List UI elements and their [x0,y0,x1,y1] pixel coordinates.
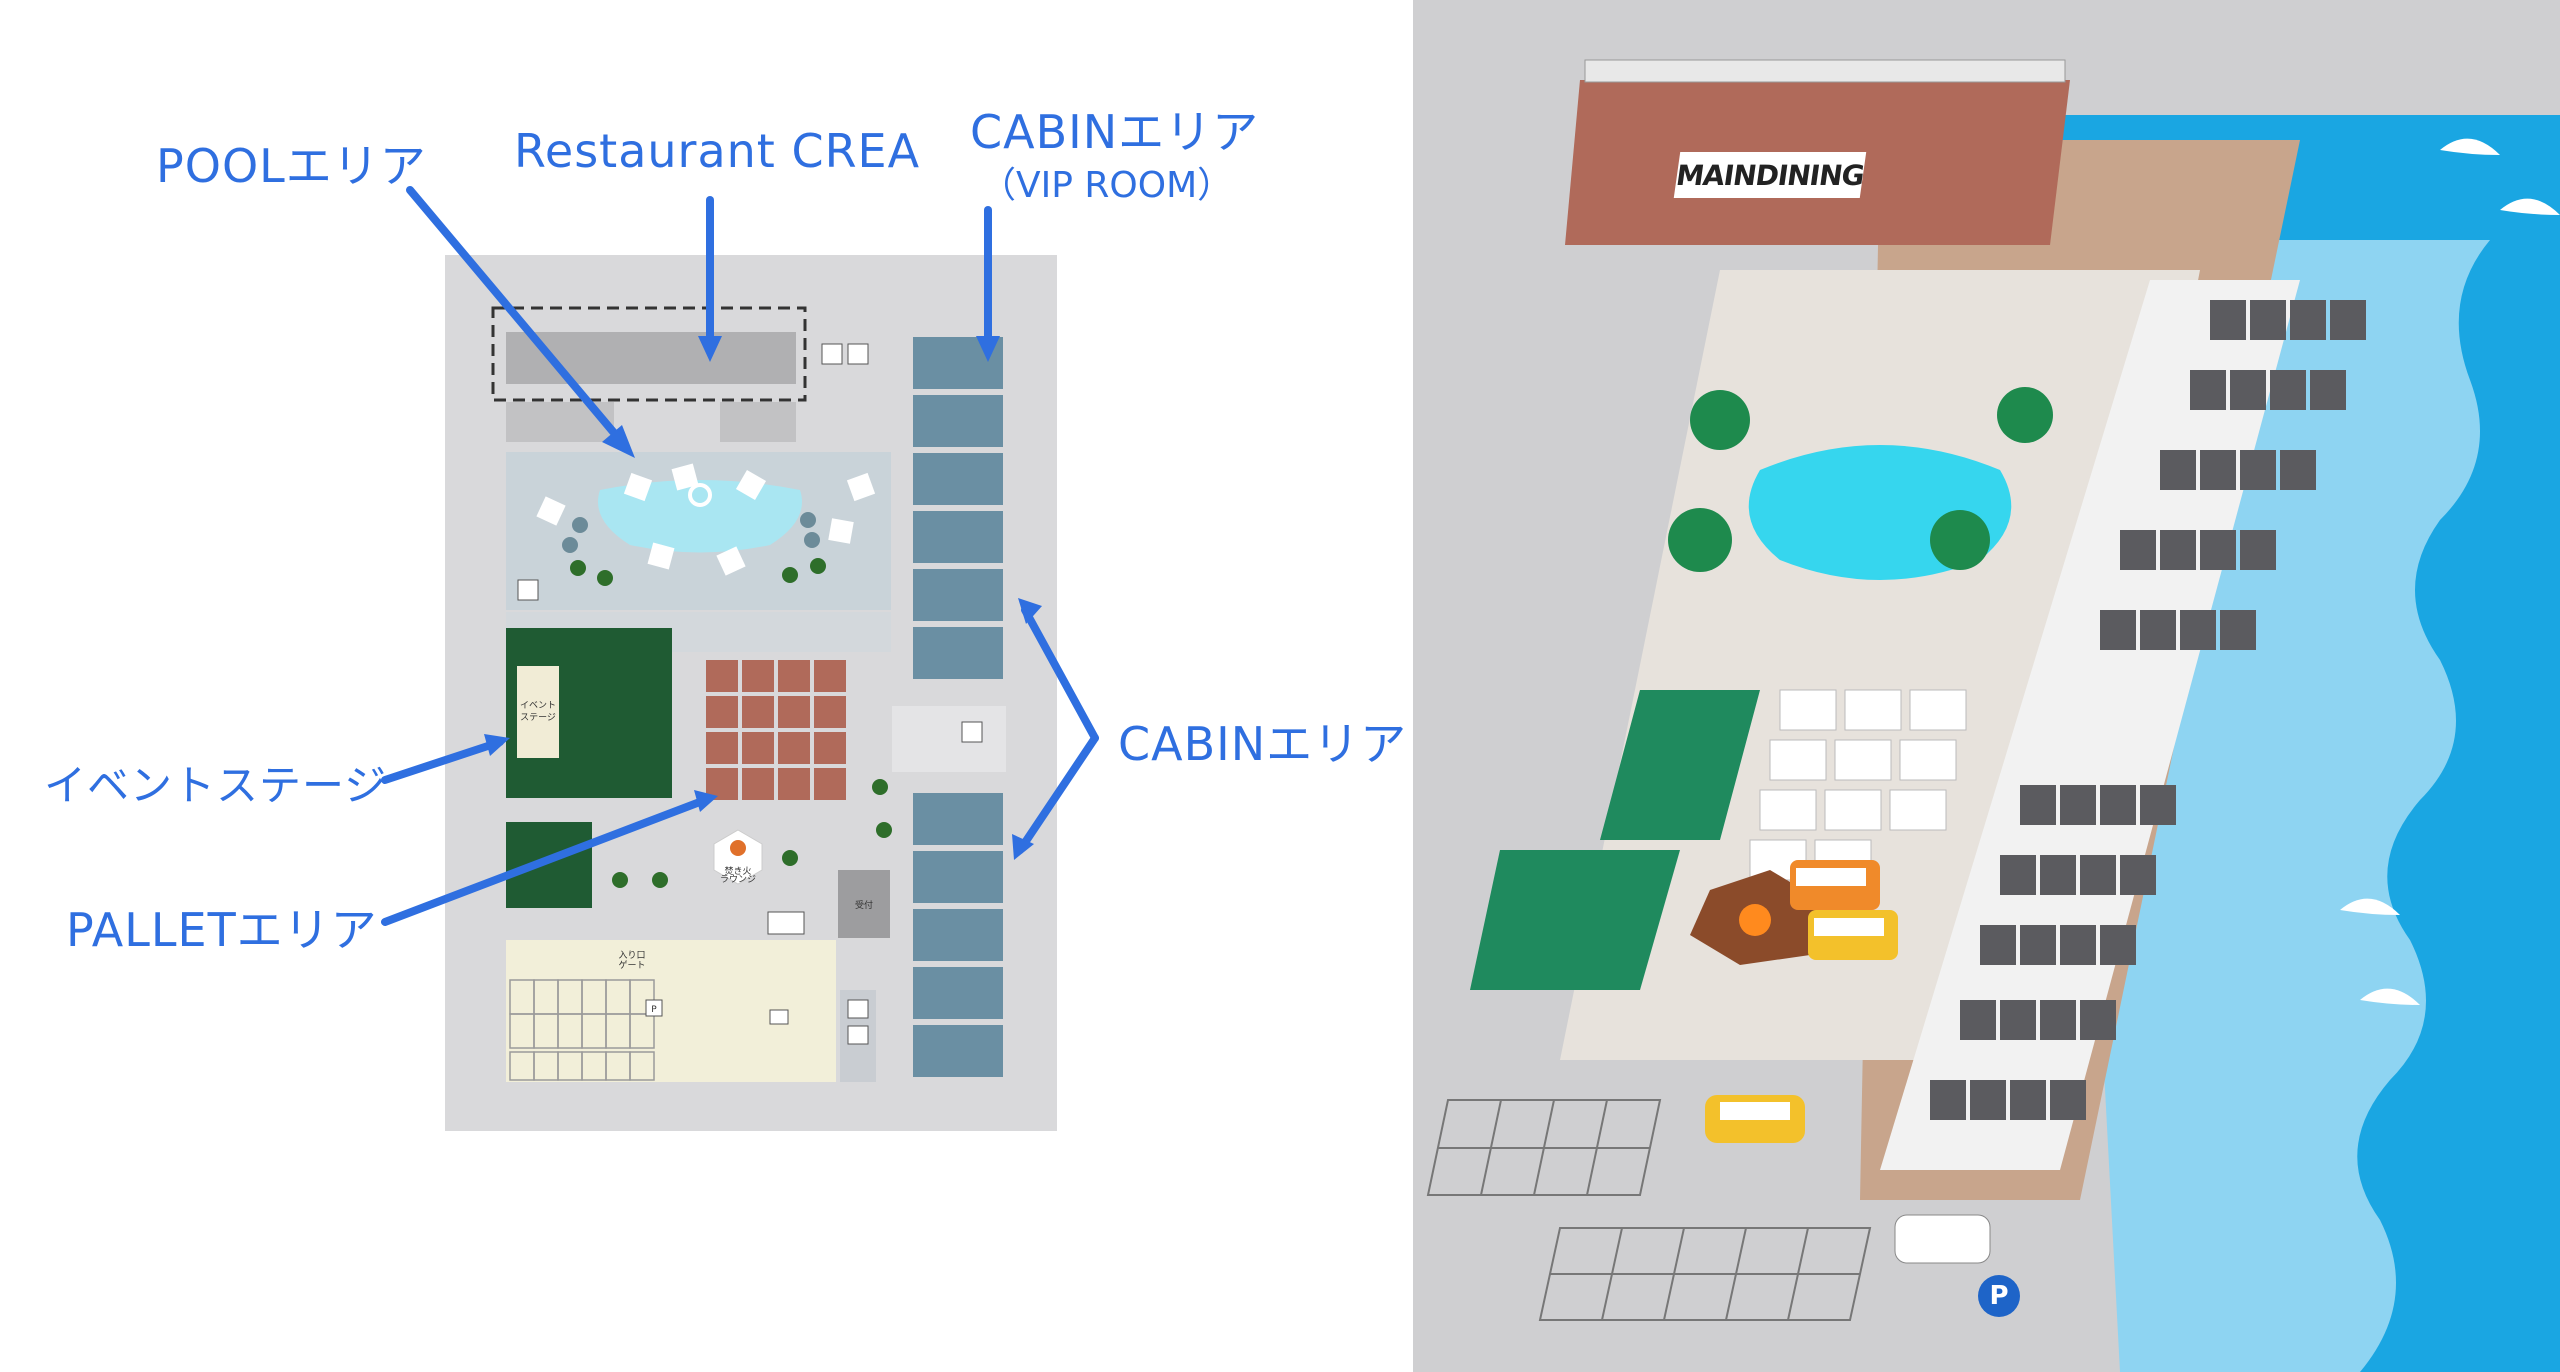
event-green [1600,690,1760,840]
toilet-icon [821,343,843,365]
reception [838,870,890,938]
arrow-heads [484,336,1042,860]
pallet-area-label: PALLETエリア [66,903,378,957]
entrance-text-1: 入り口 [618,950,645,961]
cabin-units [1930,300,2366,1120]
palm-trees [1668,387,2053,572]
cabin-vip-sublabel: （VIP ROOM） [980,165,1234,206]
cabin-label: CABINエリア [1118,717,1408,771]
floor-plan-panel: イベント ステージ 焚き火 ラウンジ 受付 入り口 ゲート P [44,105,1408,1131]
floor-plan-map: イベント ステージ 焚き火 ラウンジ 受付 入り口 ゲート P [381,186,1099,1131]
pool-area-label: POOLエリア [156,139,427,193]
reception-text: 受付 [855,899,873,911]
white-car [1894,1214,1991,1264]
parking-p-text: P [651,1005,657,1015]
resort-illustration [1426,59,2560,1372]
entrance-text-2: ゲート [618,959,645,971]
small-green-area [506,822,592,908]
event-stage-text-2: ステージ [520,712,556,723]
cabin-vip-label: CABINエリア [970,105,1260,159]
pallet-grid [702,656,850,804]
parking-sign-icon: P [1978,1275,2020,1317]
lounge-text-2: ラウンジ [720,874,756,885]
event-stage-label: イベントステージ [44,761,388,810]
restaurant-label: Restaurant CREA [514,124,921,178]
label-arrows [381,186,1099,926]
event-stage-text-1: イベント [520,701,556,711]
main-dining-sign: MAINDINING [1673,152,1867,198]
accessible-icon [847,343,869,365]
cabin-blocks [907,331,1009,1083]
restaurant-outline [491,306,807,402]
cabin-lobby [892,706,1006,772]
lounge-hexagon [713,829,763,885]
toilet-icon-2 [767,911,805,935]
bar-icon [517,579,539,601]
lawn [1470,850,1680,990]
lounge-text-1: 焚き火 [724,866,751,877]
car-icon [769,1009,789,1025]
seagulls [2340,138,2560,1005]
parking-stalls [509,979,655,1081]
palm-icons [570,558,892,888]
pool-water [598,480,802,553]
resort-illustration-panel: MAINDINING P [1413,0,2560,1372]
pallet-tiles [1749,689,1967,881]
event-stage-panel [517,666,559,758]
parking-grid [1426,1099,1872,1321]
